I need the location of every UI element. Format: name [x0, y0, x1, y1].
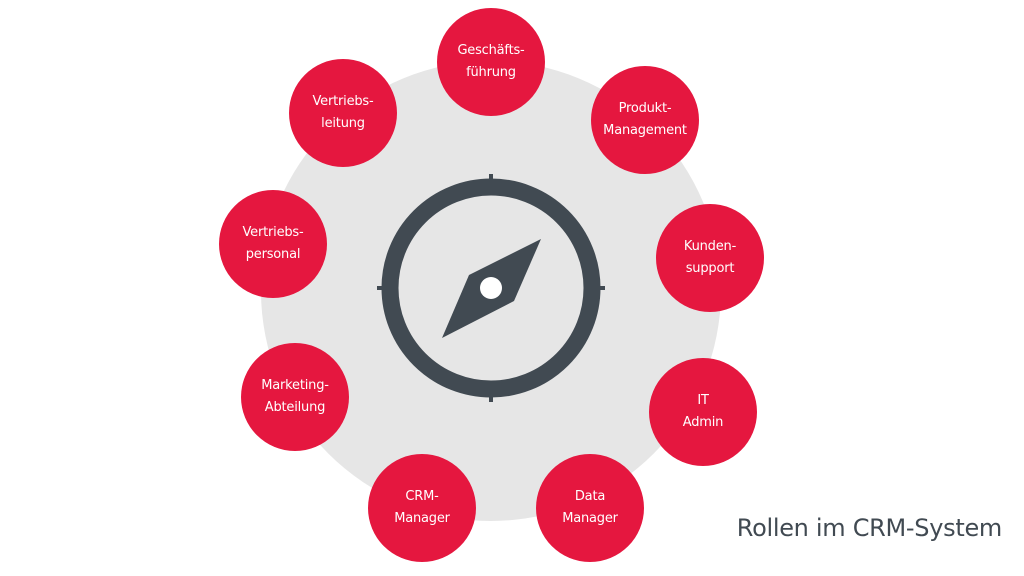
role-node-vertriebspersonal: Vertriebs- personal — [219, 190, 327, 298]
role-node-kundensupport: Kunden- support — [656, 204, 764, 312]
compass-needle-hub — [480, 277, 502, 299]
diagram-caption: Rollen im CRM-System — [736, 514, 1003, 542]
compass-tick-east — [591, 286, 605, 290]
role-label: Produkt- Management — [603, 101, 687, 138]
role-node-geschaeftsfuehrung: Geschäfts- führung — [437, 8, 545, 116]
role-label: Marketing- Abteilung — [261, 378, 329, 415]
compass-tick-south — [489, 388, 493, 402]
role-node-data-manager: Data Manager — [536, 454, 644, 562]
role-label: Vertriebs- leitung — [312, 94, 374, 131]
role-node-crm-manager: CRM- Manager — [368, 454, 476, 562]
compass-tick-west — [377, 286, 391, 290]
role-node-it-admin: IT Admin — [649, 358, 757, 466]
role-label: Data Manager — [562, 489, 618, 526]
role-label: Vertriebs- personal — [242, 225, 304, 262]
role-node-marketing-abteilung: Marketing- Abteilung — [241, 343, 349, 451]
role-label: IT Admin — [682, 393, 724, 430]
role-node-produkt-management: Produkt- Management — [591, 66, 699, 174]
role-label: Geschäfts- führung — [457, 43, 525, 80]
compass-tick-north — [489, 174, 493, 188]
role-label: CRM- Manager — [394, 489, 450, 526]
role-node-vertriebsleitung: Vertriebs- leitung — [289, 59, 397, 167]
role-label: Kunden- support — [683, 239, 737, 276]
